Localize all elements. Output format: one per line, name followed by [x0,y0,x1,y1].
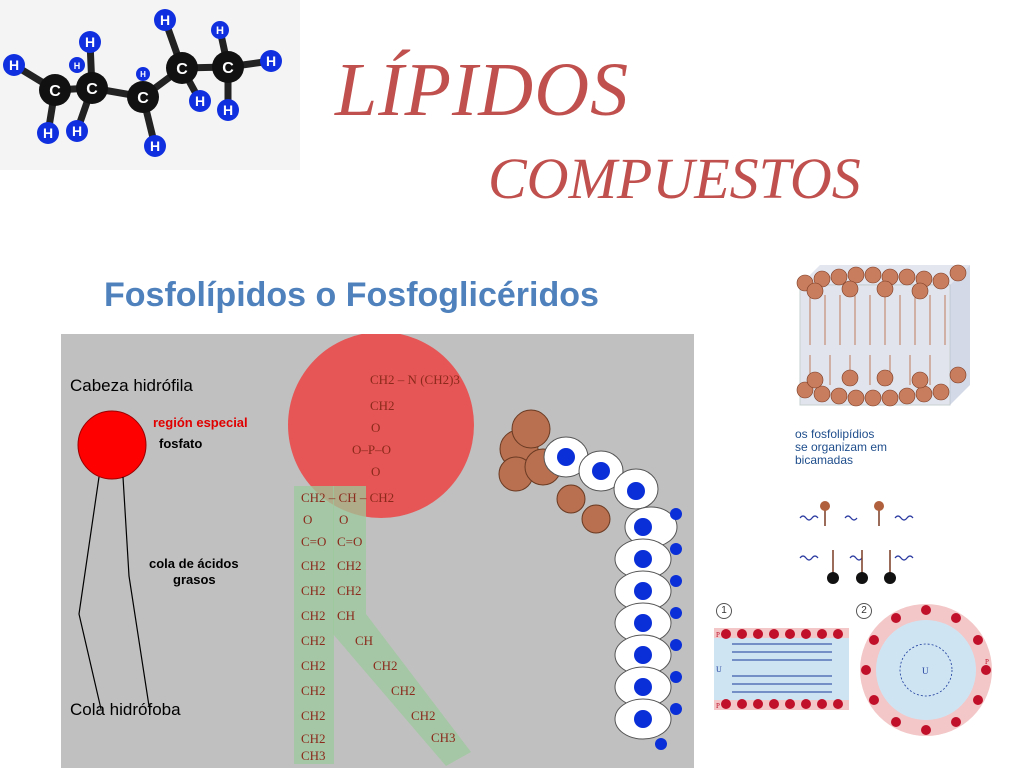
formula-o-left: O [303,512,313,527]
tail-label-2: grasos [173,572,216,587]
hydrogen-atoms [3,9,282,157]
svg-text:C: C [176,61,188,78]
chain-left-1: CH2 [301,558,326,573]
figure-number-2: 2 [856,603,872,619]
saturated-chain-highlight [294,486,334,764]
svg-text:H: H [140,70,146,79]
fatty-acid-tail-left [78,476,102,710]
phospholipid-molecules-image [799,501,914,584]
chain-mid-8: CH3 [431,730,456,745]
bilayer-caption: os fosfolipídios se organizam em bicamad… [795,428,935,467]
formula-co-mid: C=O [337,534,363,549]
chain-left-6: CH2 [301,683,326,698]
chain-mid-5: CH2 [373,658,398,673]
svg-text:P: P [985,658,989,666]
formula-glycerol: CH2 – CH – CH2 [301,490,395,505]
svg-text:H: H [266,53,276,69]
formula-o-mid: O [339,512,349,527]
phospholipid-diagram-panel: Cabeza hidrófila región especial fosfato… [61,334,694,768]
polar-head-region [288,334,474,518]
chain-mid-6: CH2 [391,683,416,698]
svg-text:U: U [922,666,929,676]
slide-title: LÍPIDOS [335,48,630,132]
head-label: Cabeza hidrófila [70,376,193,395]
formula-choline: CH2 – N (CH2)3 [370,372,460,387]
chain-left-2: CH2 [301,583,326,598]
formula-o2: O [371,464,381,479]
chain-mid-3: CH [337,608,356,623]
bilayer-caption-line3: bicamadas [795,453,854,467]
svg-text:H: H [74,61,81,71]
special-region-label: región especial [153,415,248,430]
liposome-diagram: U P [860,604,992,736]
chain-left-3: CH2 [301,608,326,623]
bilayer-sheet-diagram: P U P [714,628,849,710]
space-filling-model [498,409,682,750]
svg-text:H: H [223,102,233,118]
chain-left-8: CH2 [301,731,326,746]
svg-text:P: P [716,631,720,639]
svg-text:H: H [9,57,19,73]
unsaturated-chain-highlight [333,486,471,766]
svg-text:H: H [43,125,53,141]
fatty-acid-tail-right [122,476,150,707]
chain-mid-2: CH2 [337,583,362,598]
carbon-atoms [39,51,244,113]
bilayer-caption-line2: se organizam em [795,440,888,454]
chain-mid-4: CH [355,633,374,648]
chain-left-9: CH3 [301,748,326,763]
formula-o1: O [371,420,381,435]
tail-label: cola de ácidos [149,556,239,571]
hydrophilic-head-circle [77,410,147,480]
slide-title-line2: COMPUESTOS [488,146,861,211]
butane-molecule-image: C C C C C H H H H H H H H H H H H [0,0,300,170]
svg-text:P: P [716,702,720,710]
svg-text:H: H [85,34,95,50]
lipid-bilayer-image [796,264,970,407]
svg-text:U: U [716,665,722,674]
chain-left-4: CH2 [301,633,326,648]
figure-number-1: 1 [716,603,732,619]
svg-text:H: H [216,25,224,37]
hydrophobic-tail-label: Cola hidrófoba [70,700,181,719]
chain-mid-7: CH2 [411,708,436,723]
svg-text:C: C [222,60,234,77]
chain-left-5: CH2 [301,658,326,673]
svg-text:H: H [160,12,170,28]
chain-left-7: CH2 [301,708,326,723]
bilayer-caption-line1: os fosfolipídios [795,427,875,441]
svg-text:C: C [49,83,61,100]
formula-ch2: CH2 [370,398,395,413]
phosphate-label: fosfato [159,436,203,451]
svg-text:C: C [86,81,98,98]
svg-text:H: H [150,138,160,154]
phospholipid-schematic [77,334,474,766]
formula-co-left: C=O [301,534,327,549]
chain-mid-1: CH2 [337,558,362,573]
slide-subtitle: Fosfolípidos o Fosfoglicéridos [104,276,599,314]
svg-text:H: H [72,123,82,139]
svg-text:H: H [195,93,205,109]
formula-phosphate: O–P–O [352,442,392,457]
svg-text:C: C [137,90,149,107]
